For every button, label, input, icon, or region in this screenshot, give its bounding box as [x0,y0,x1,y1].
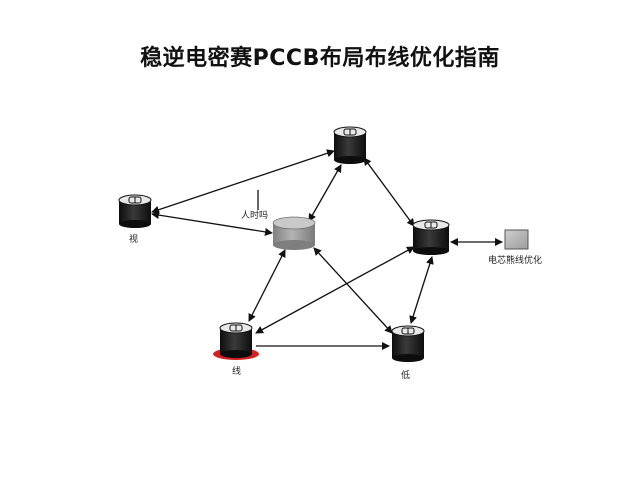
square-box-icon [504,229,529,250]
edge-center-bottomright [313,247,393,334]
right-box-label: 电芯熊线优化 [488,254,542,266]
edge-right-bottomright [409,256,434,324]
lens-cap-icon [128,196,142,204]
node-right [412,219,450,255]
node-center [272,216,316,250]
link-annotation: 人时吗 [241,209,268,221]
page-title: 稳逆电密赛PCCB布局布线优化指南 [140,46,500,71]
edge-center-bottomleft [248,249,286,322]
node-left: 视 [118,194,152,245]
node-bottom-right: 低 [391,325,425,381]
lens-cap-icon [229,324,243,332]
connectors [151,149,503,350]
edge-top-right [363,157,415,227]
lens-cap-icon [424,221,438,229]
lens-cap-icon [401,327,415,335]
lens-cap-icon [343,128,357,136]
bottom-right-node-label: 低 [401,369,410,381]
node-top [333,126,367,164]
bottom-left-node-label: 线 [232,365,241,377]
edge-left-top [151,149,335,214]
edge-top-center [308,164,342,222]
edge-left-center [151,211,273,236]
node-bottom-left: 线 [213,322,259,377]
left-node-label: 视 [129,233,138,245]
